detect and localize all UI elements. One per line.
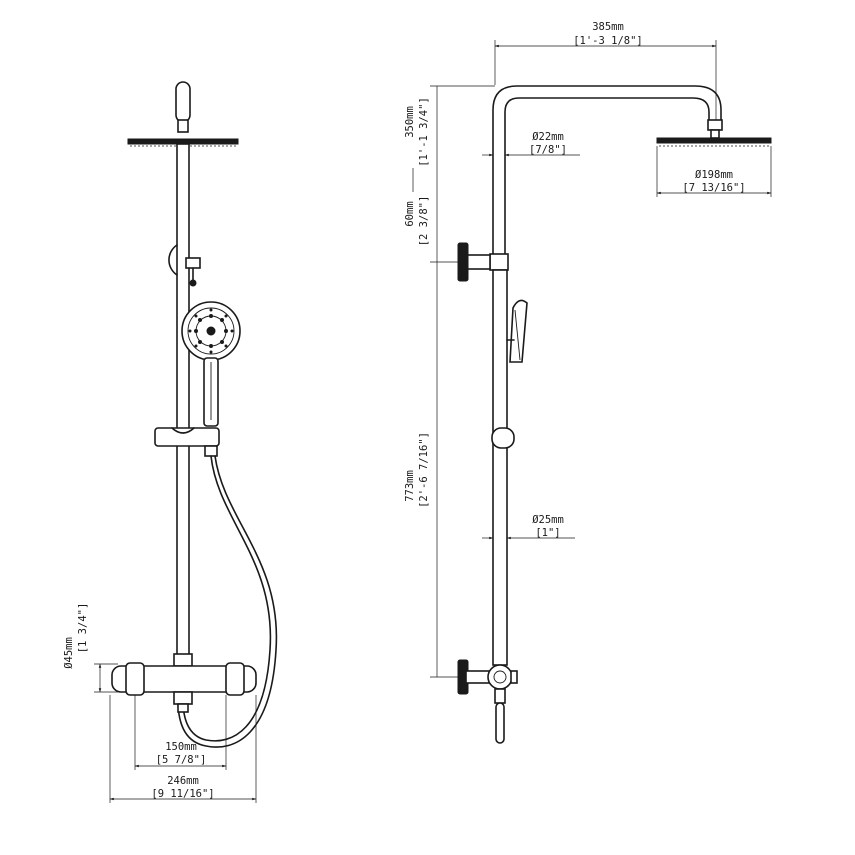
dim-arm-projection-metric: 385mm [592, 21, 624, 33]
front-mixer-bar [111, 653, 257, 713]
dim-head-diameter-imperial: [7 13/16"] [682, 182, 745, 194]
dim-arm-height-metric: 350mm [404, 106, 416, 138]
dim-head-diameter-metric: Ø198mm [695, 169, 733, 181]
front-hand-shower [181, 301, 241, 427]
dim-overall-width-metric: 246mm [167, 775, 199, 787]
dim-mixer-diameter: Ø45mm [1 3/4"] [63, 603, 118, 693]
dim-mixer-diameter-metric: Ø45mm [63, 637, 75, 669]
front-diverter [168, 244, 201, 287]
dim-arm-pipe-diameter: Ø22mm [7/8"] [482, 131, 580, 157]
front-view: Ø45mm [1 3/4"] 150mm [5 7/8"] 246mm [9 1… [63, 81, 278, 803]
dim-connection-centers-metric: 150mm [165, 741, 197, 753]
side-bottom-valve [457, 659, 518, 744]
dim-riser-pipe-diameter-metric: Ø25mm [532, 514, 564, 526]
side-riser-pipe [492, 269, 508, 666]
dim-arm-pipe-diameter-metric: Ø22mm [532, 131, 564, 143]
dim-connection-centers-imperial: [5 7/8"] [156, 754, 207, 766]
dim-riser-height-imperial: [2'-6 7/16"] [418, 432, 430, 508]
dim-overall-width-imperial: [9 11/16"] [151, 788, 214, 800]
dim-adjustment-range-imperial: [2 3/8"] [418, 196, 430, 247]
side-overhead-arm [492, 85, 723, 256]
dim-arm-height-imperial: [1'-1 3/4"] [418, 97, 430, 167]
side-rain-head [656, 137, 772, 147]
side-hand-shower [506, 299, 528, 363]
dim-head-diameter: Ø198mm [7 13/16"] [656, 146, 772, 197]
dim-adjustment-range: 60mm [2 3/8"] [404, 196, 430, 247]
hand-shower-nozzles [188, 308, 234, 354]
side-diverter [457, 242, 509, 282]
dim-arm-projection-imperial: [1'-3 1/8"] [573, 35, 643, 47]
front-hose [177, 455, 278, 748]
side-view: 385mm [1'-3 1/8"] Ø22mm [7/8"] Ø198mm [7… [404, 21, 772, 744]
dim-adjustment-range-metric: 60mm [404, 201, 416, 226]
dim-riser-pipe-diameter: Ø25mm [1"] [482, 514, 575, 540]
front-riser-pipe [176, 143, 190, 665]
dim-riser-height-metric: 773mm [404, 470, 416, 502]
dim-riser-height: 773mm [2'-6 7/16"] [404, 432, 430, 508]
dim-vertical-chain [430, 85, 495, 678]
dim-connection-centers: 150mm [5 7/8"] [134, 695, 227, 770]
front-overhead-arm [175, 81, 191, 133]
dim-riser-pipe-diameter-imperial: [1"] [535, 527, 560, 539]
dim-arm-projection: 385mm [1'-3 1/8"] [494, 21, 717, 120]
dim-arm-height: 350mm [1'-1 3/4"] [404, 97, 430, 192]
dim-overall-width: 246mm [9 11/16"] [109, 695, 257, 803]
dim-mixer-diameter-imperial: [1 3/4"] [77, 603, 89, 654]
front-slide-bracket [154, 427, 220, 457]
side-slide-bracket [491, 427, 515, 449]
dim-arm-pipe-diameter-imperial: [7/8"] [529, 144, 567, 156]
